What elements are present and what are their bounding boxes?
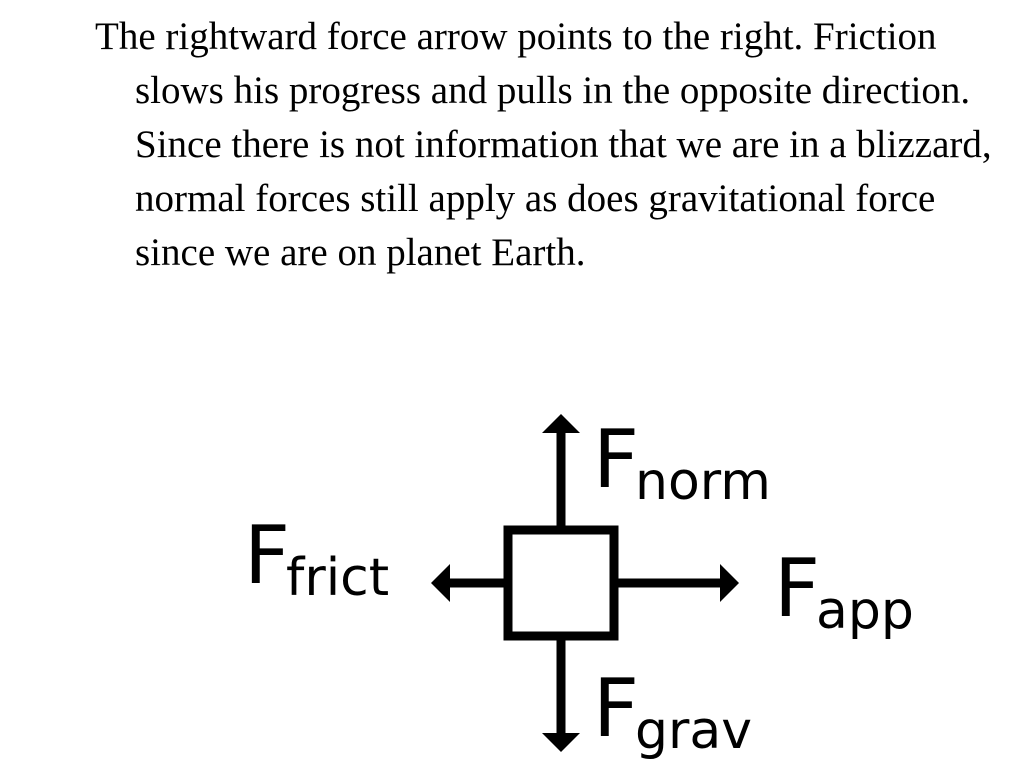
- friction-force-label: Ffrict: [244, 509, 389, 608]
- normal-force-arrow: [542, 414, 580, 528]
- applied-force-arrow: [614, 564, 739, 602]
- gravitational-force-symbol: F: [593, 662, 639, 755]
- object-box: [503, 525, 619, 641]
- explanation-text: The rightward force arrow points to the …: [95, 15, 992, 274]
- gravitational-force-label: Fgrav: [593, 662, 752, 761]
- normal-force-label: Fnorm: [593, 413, 771, 512]
- applied-force-symbol: F: [774, 542, 820, 635]
- normal-force-subscript: norm: [635, 452, 771, 512]
- gravitational-force-subscript: grav: [635, 701, 752, 761]
- applied-force-label: Fapp: [774, 542, 914, 641]
- friction-force-subscript: frict: [286, 548, 389, 608]
- friction-force-arrow: [431, 564, 508, 602]
- gravitational-force-arrow: [542, 640, 580, 752]
- friction-force-symbol: F: [244, 509, 290, 602]
- normal-force-symbol: F: [593, 413, 639, 506]
- applied-force-subscript: app: [816, 581, 914, 641]
